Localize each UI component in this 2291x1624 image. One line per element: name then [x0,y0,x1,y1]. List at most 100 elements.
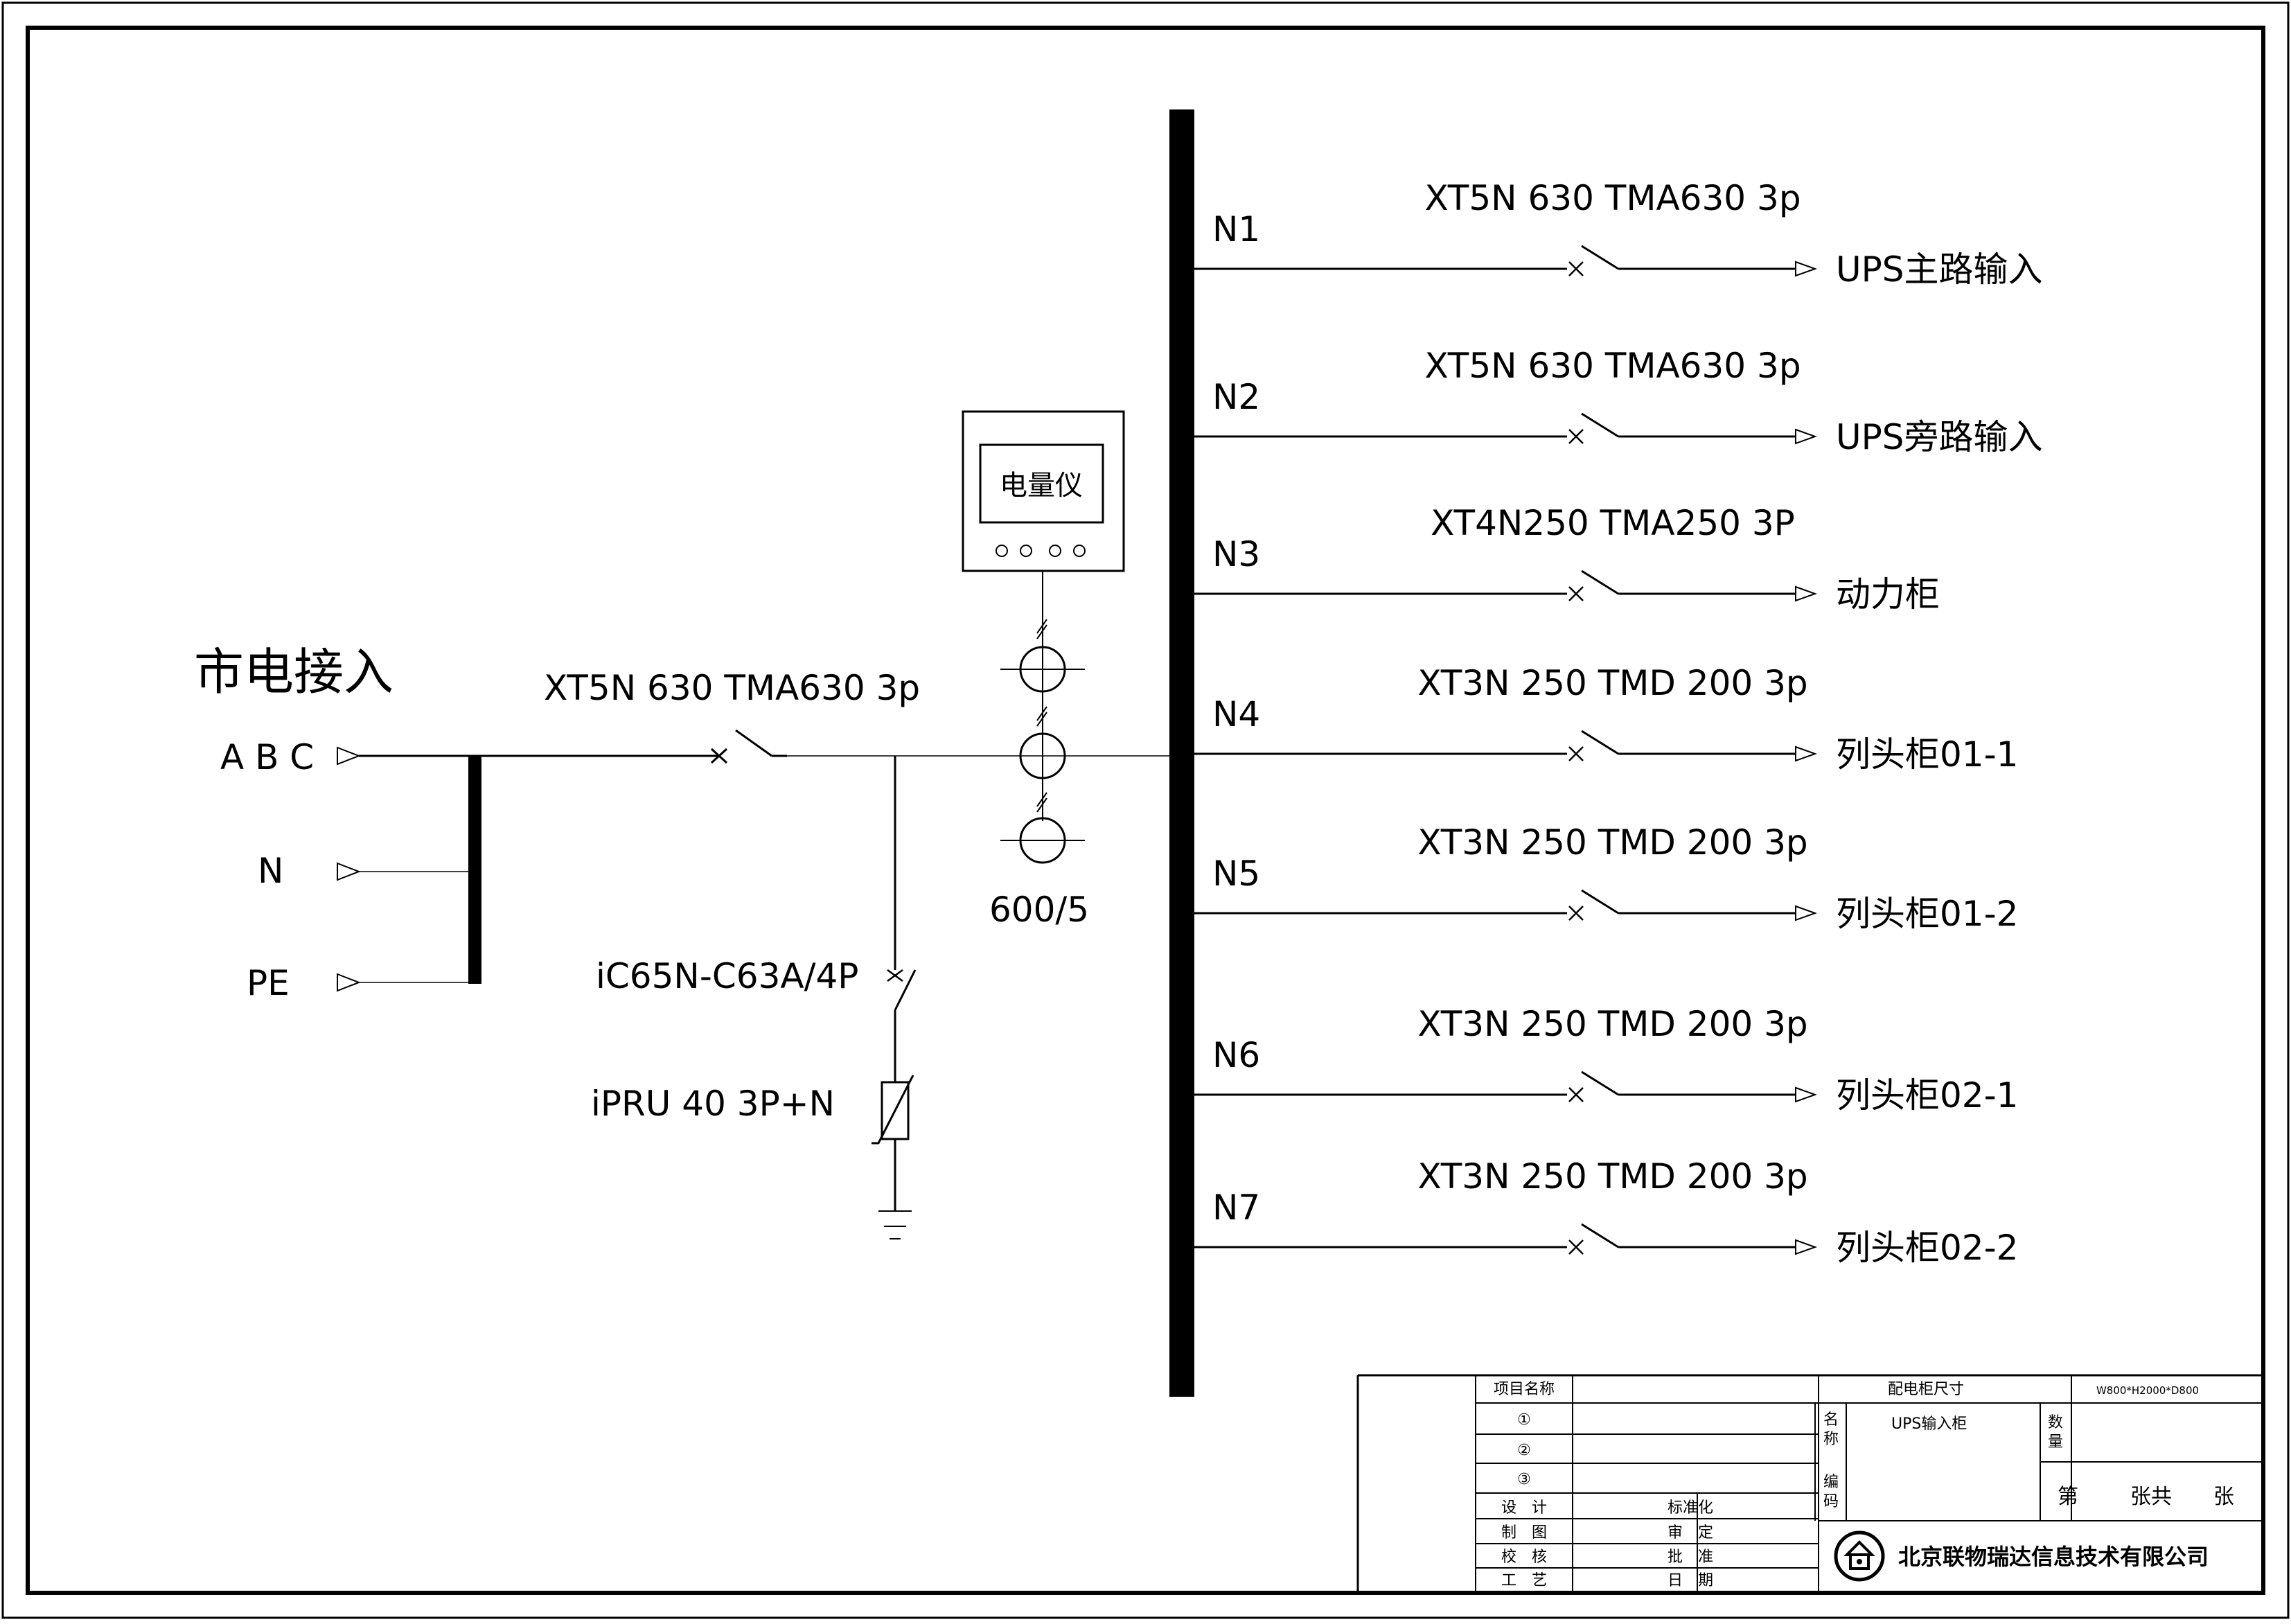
input-pe-arrow-icon [337,973,361,992]
ct-top-icon [1019,646,1066,693]
ct-bottom-icon [1019,817,1066,864]
main-busbar [1169,109,1194,1397]
feeder-load-label: UPS旁路输入 [1836,417,2043,457]
feeder-load-label: 列头柜01-1 [1836,734,2018,775]
row-2: ② [1517,1442,1531,1459]
feeder-load-label: 列头柜02-2 [1836,1228,2018,1268]
design-label: 设 计 [1501,1499,1547,1517]
feeder-load-label: UPS主路输入 [1836,249,2043,290]
feeder-arrow-icon [1795,428,1817,445]
feeder-breaker-label: XT3N 250 TMD 200 3p [1417,1004,1807,1044]
code-label-1: 编 [1823,1474,1839,1491]
approve-label: 批 准 [1668,1548,1713,1566]
feeder-n2: N2 XT5N 630 TMA630 3p UPS旁路输入 [1194,346,2043,457]
feeder-n6: N6 XT3N 250 TMD 200 3p 列头柜02-1 [1194,1004,2018,1115]
sheet-middle: 张共 [2130,1485,2172,1509]
input-n: N [258,851,471,891]
main-breaker: XT5N 630 TMA630 3p [544,668,920,764]
meter-display [979,443,1104,524]
sheet-suffix: 张 [2213,1485,2234,1509]
feeder-n3: N3 XT4N250 TMA250 3P 动力柜 [1194,503,1940,615]
qty-label-2: 量 [2048,1433,2063,1451]
input-n-arrow-icon [337,862,361,881]
title-block-text: 项目名称 配电柜尺寸 W800*H2000*D800 ① ② ③ 名 称 UPS… [1494,1381,2234,1589]
feeder-load-label: 列头柜01-2 [1836,894,2018,934]
name-value: UPS输入柜 [1891,1415,1967,1433]
sheet-prefix: 第 [2058,1485,2078,1509]
feeder-id-label: N3 [1212,534,1260,574]
name-label-1: 名 [1823,1411,1839,1429]
company-name: 北京联物瑞达信息技术有限公司 [1898,1544,2209,1570]
current-transformers: 600/5 [989,619,1089,930]
feeder-breaker-label: XT3N 250 TMD 200 3p [1417,1156,1807,1197]
feeder-id-label: N6 [1212,1035,1260,1075]
arrester-label: iPRU 40 3P+N [591,1084,835,1124]
project-name-label: 项目名称 [1494,1381,1555,1398]
inner-frame [26,26,2265,1595]
craft-label: 工 艺 [1501,1572,1547,1589]
feeder-breaker-label: XT4N250 TMA250 3P [1431,503,1795,543]
ct-ratio-label: 600/5 [989,890,1089,930]
input-pe: PE [247,963,471,1003]
cabinet-size-label: 配电柜尺寸 [1888,1381,1964,1398]
row-1: ① [1517,1411,1531,1429]
spd-branch: iC65N-C63A/4P iPRU 40 3P+N [591,756,917,1239]
feeder-breaker-label: XT3N 250 TMD 200 3p [1417,663,1807,703]
drawing-label: 制 图 [1501,1524,1547,1542]
supply-title: 市电接入 [194,643,393,701]
meter-button-icon [1020,545,1032,557]
input-abc-label: A B C [220,737,314,777]
check-label: 校 核 [1501,1548,1547,1566]
feeder-arrow-icon [1795,1086,1817,1103]
feeder-load-label: 列头柜02-1 [1836,1075,2018,1115]
main-breaker-label: XT5N 630 TMA630 3p [544,668,920,708]
input-pe-label: PE [247,963,290,1003]
breaker-contact [1581,412,1619,438]
breaker-contact [1581,1070,1619,1096]
incoming-busbar [468,755,481,984]
feeder-arrow-icon [1795,905,1817,921]
feeder-arrow-icon [1795,261,1817,277]
breaker-contact [1581,1223,1619,1248]
feeder-arrow-icon [1795,745,1817,762]
feeder-id-label: N2 [1212,377,1260,417]
power-meter: 电量仪 [962,410,1125,821]
feeder-n4: N4 XT3N 250 TMD 200 3p 列头柜01-1 [1194,663,2018,775]
input-abc: A B C [220,737,720,777]
spd-breaker-label: iC65N-C63A/4P [596,956,858,996]
ct-middle-icon [1019,732,1066,779]
date-label: 日 期 [1668,1572,1713,1589]
standard-label: 标准化 [1668,1499,1713,1517]
breaker-contact [1581,889,1619,915]
meter-button-icon [996,545,1008,557]
feeder-load-label: 动力柜 [1836,574,1940,615]
cabinet-size-value: W800*H2000*D800 [2096,1384,2199,1397]
feeder-id-label: N4 [1212,694,1260,734]
feeder-id-label: N7 [1212,1188,1260,1228]
feeder-n7: N7 XT3N 250 TMD 200 3p 列头柜02-2 [1194,1156,2018,1268]
feeder-id-label: N1 [1212,209,1260,249]
feeder-arrow-icon [1795,585,1817,602]
review-label: 审 定 [1668,1524,1713,1542]
meter-button-icon [1049,545,1061,557]
code-label-2: 码 [1823,1493,1839,1510]
main-breaker-contact [735,729,772,757]
meter-button-icon [1073,545,1086,557]
company-logo-icon [1834,1530,1885,1582]
feeder-n1: N1 XT5N 630 TMA630 3p UPS主路输入 [1194,178,2043,290]
feeder-breaker-label: XT5N 630 TMA630 3p [1424,178,1801,218]
qty-label-1: 数 [2048,1414,2063,1431]
name-label-2: 称 [1823,1431,1839,1448]
feeder-arrow-icon [1795,1239,1817,1255]
row-3: ③ [1517,1471,1531,1488]
breaker-contact [1581,730,1619,755]
meter-label: 电量仪 [1000,470,1083,502]
feeder-breaker-label: XT5N 630 TMA630 3p [1424,346,1801,386]
input-n-label: N [258,851,283,891]
spd-breaker-contact [894,969,917,1011]
